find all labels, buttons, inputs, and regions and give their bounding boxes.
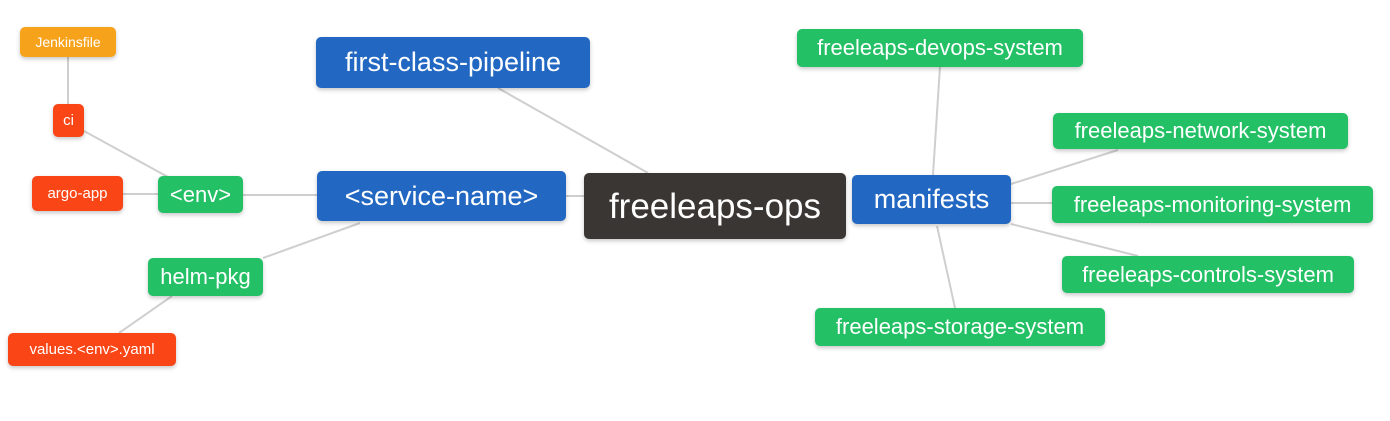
edge-pipeline-root (497, 87, 649, 174)
edge-ci-env (83, 130, 169, 178)
node-values-env-yaml[interactable]: values.<env>.yaml (8, 333, 176, 366)
edge-service-name-helm-pkg (262, 222, 361, 259)
node-argo-app[interactable]: argo-app (32, 176, 123, 211)
node-first-class-pipeline[interactable]: first-class-pipeline (316, 37, 590, 88)
node-helm-pkg[interactable]: helm-pkg (148, 258, 263, 296)
edge-helm-pkg-values (118, 295, 173, 334)
node-jenkinsfile[interactable]: Jenkinsfile (20, 27, 116, 57)
node-service-name[interactable]: <service-name> (317, 171, 566, 221)
node-freeleaps-ops-root[interactable]: freeleaps-ops (584, 173, 846, 239)
edge-manifests-storage (936, 225, 956, 309)
node-freeleaps-controls-system[interactable]: freeleaps-controls-system (1062, 256, 1354, 293)
edge-manifests-controls (1010, 223, 1139, 257)
node-freeleaps-storage-system[interactable]: freeleaps-storage-system (815, 308, 1105, 346)
node-freeleaps-monitoring-system[interactable]: freeleaps-monitoring-system (1052, 186, 1373, 223)
edge-manifests-network (1010, 149, 1119, 185)
edge-devops-manifests (932, 65, 941, 176)
node-freeleaps-network-system[interactable]: freeleaps-network-system (1053, 113, 1348, 149)
node-manifests[interactable]: manifests (852, 175, 1011, 224)
node-env[interactable]: <env> (158, 176, 243, 213)
node-ci[interactable]: ci (53, 104, 84, 137)
node-freeleaps-devops-system[interactable]: freeleaps-devops-system (797, 29, 1083, 67)
